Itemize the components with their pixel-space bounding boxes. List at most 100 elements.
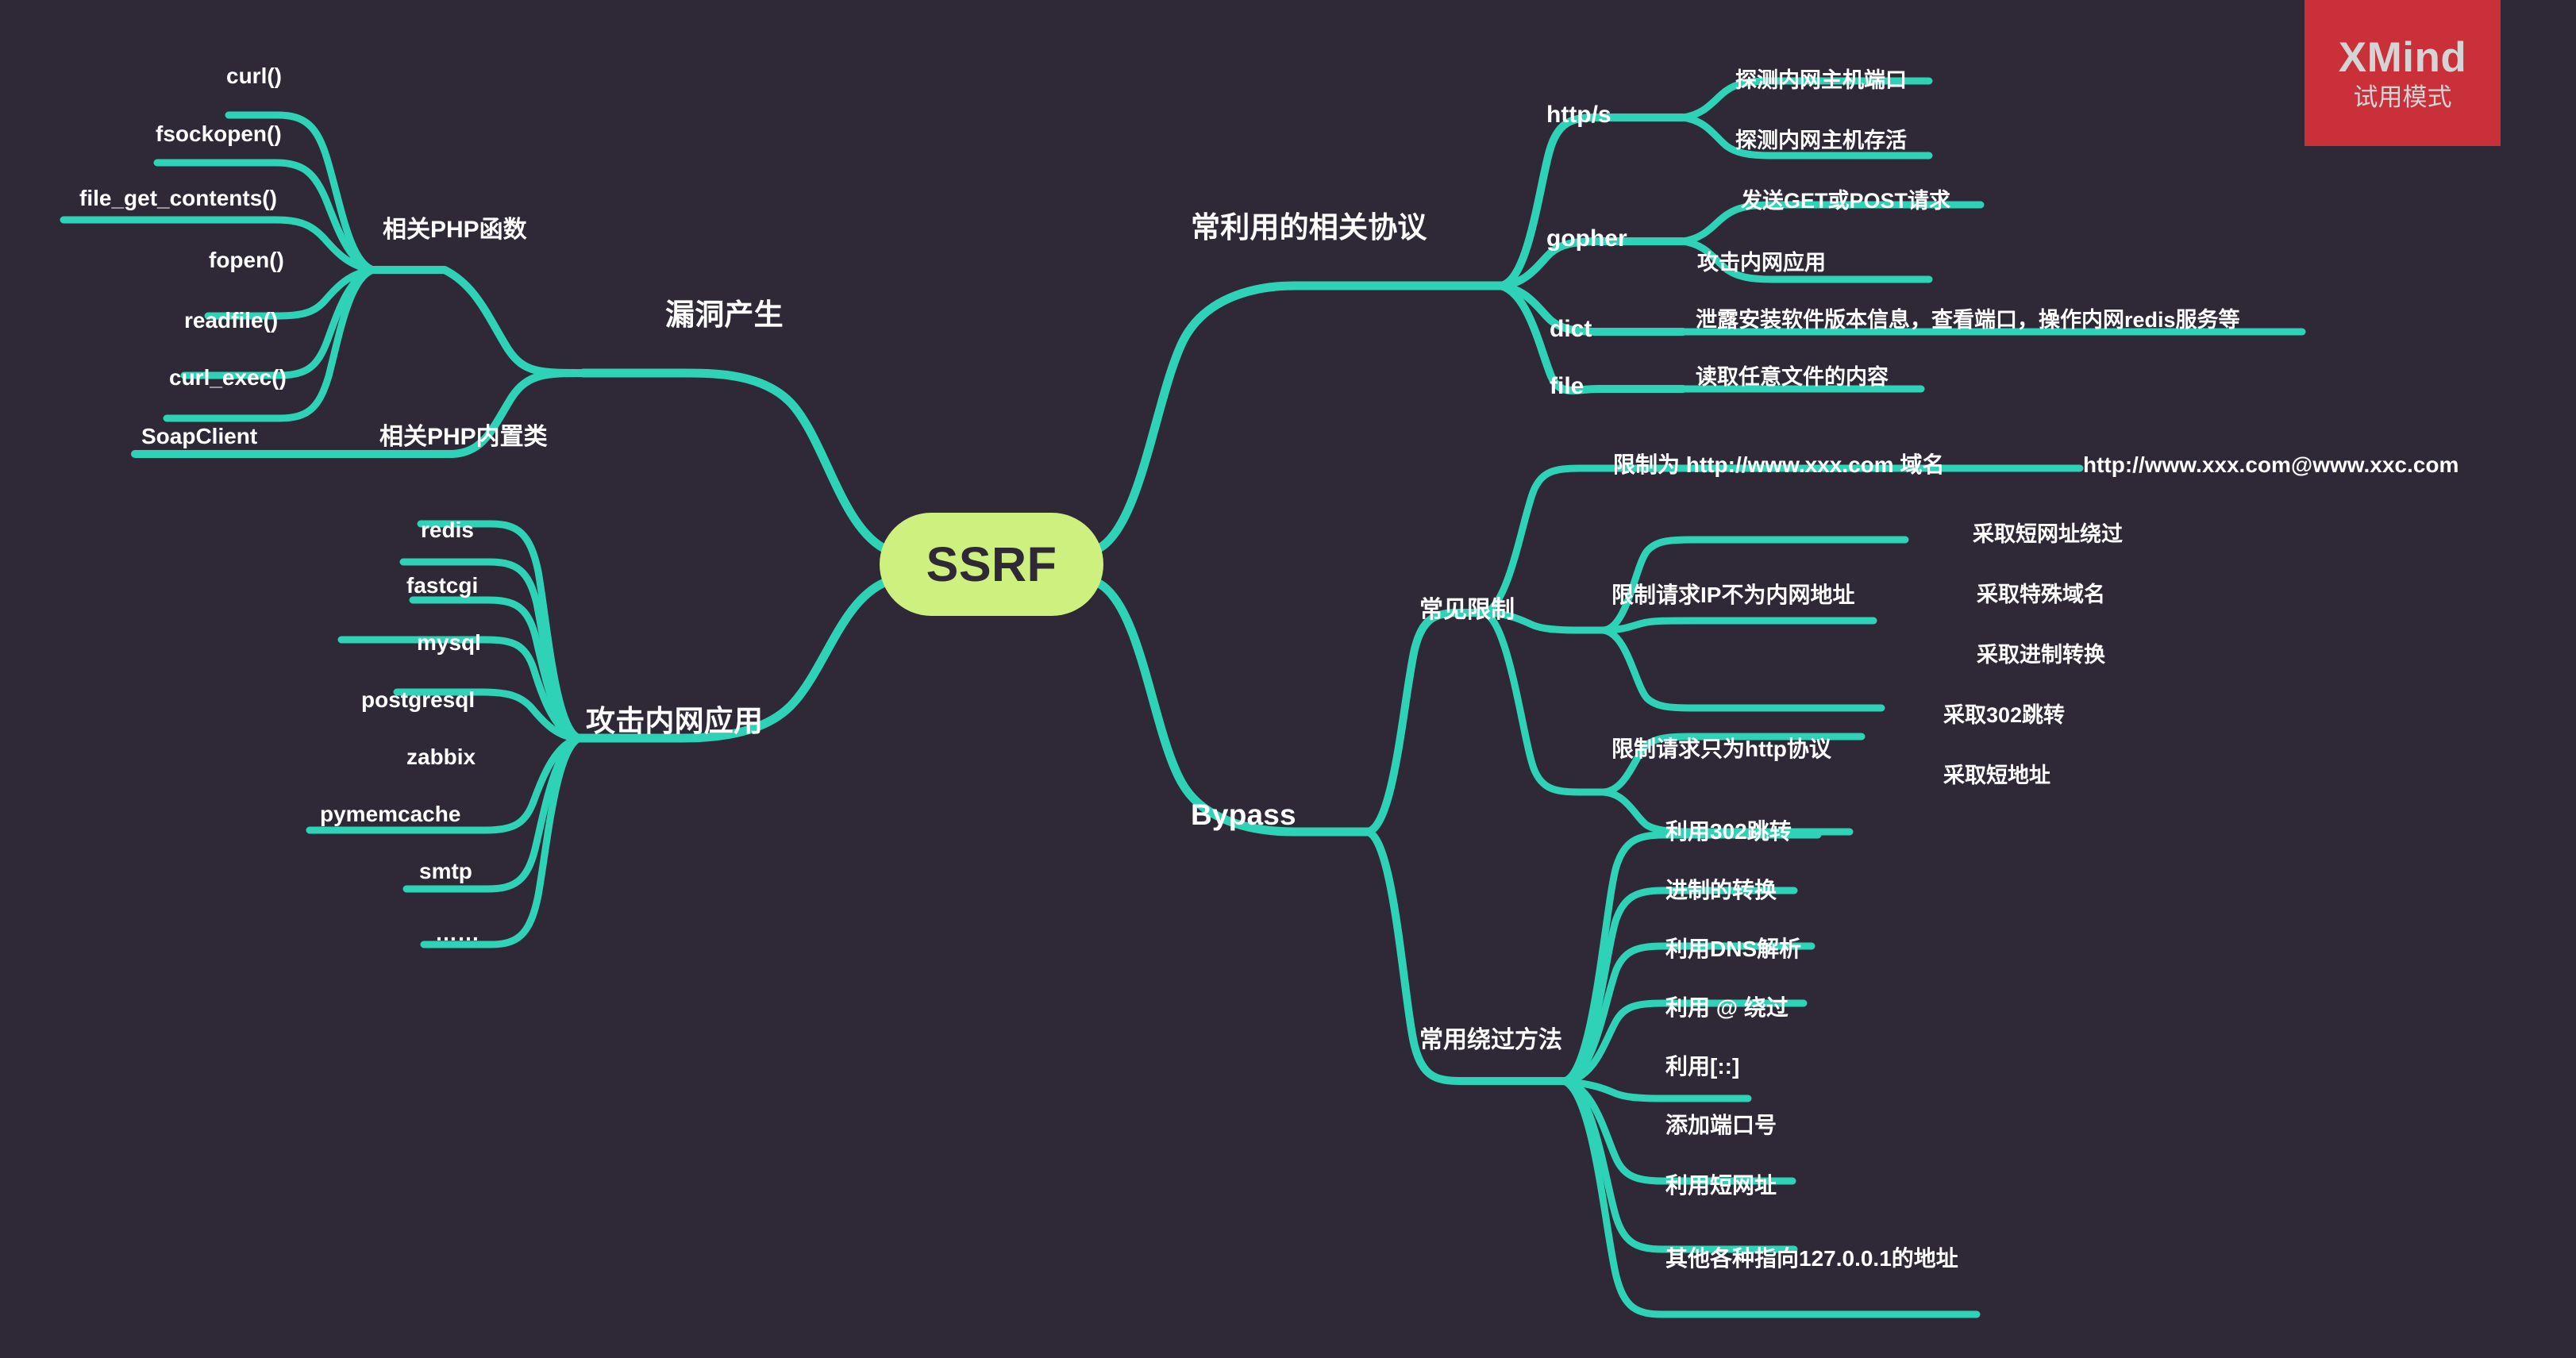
leaf-use-radix-convert[interactable]: 采取进制转换 bbox=[1977, 644, 2105, 666]
topic-php-functions[interactable]: 相关PHP函数 bbox=[383, 218, 527, 242]
central-topic-ssrf[interactable]: SSRF bbox=[880, 513, 1103, 616]
topic-common-limits-label: 常见限制 bbox=[1419, 597, 1515, 623]
leaf-smtp-label: smtp bbox=[419, 859, 472, 883]
leaf-pymemcache[interactable]: pymemcache bbox=[320, 803, 460, 825]
leaf-method-dns-label: 利用DNS解析 bbox=[1665, 937, 1802, 961]
leaf-method-at-sign[interactable]: 利用 @ 绕过 bbox=[1665, 997, 1789, 1019]
leaf-use-special-domain[interactable]: 采取特殊域名 bbox=[1977, 584, 2105, 606]
wire-proto-https bbox=[1496, 113, 1687, 290]
topic-php-builtin-classes[interactable]: 相关PHP内置类 bbox=[379, 425, 548, 449]
leaf-postgresql-label: postgresql bbox=[361, 687, 476, 712]
topic-limit-ip-not-intranet-label: 限制请求IP不为内网地址 bbox=[1611, 583, 1855, 607]
leaf-method-302[interactable]: 利用302跳转 bbox=[1665, 821, 1792, 843]
leaf-method-add-port-label: 添加端口号 bbox=[1665, 1113, 1777, 1137]
leaf-curl-exec[interactable]: curl_exec() bbox=[169, 367, 287, 389]
topic-limit-http-only[interactable]: 限制请求只为http协议 bbox=[1611, 738, 1831, 760]
leaf-probe-intranet-alive[interactable]: 探测内网主机存活 bbox=[1735, 130, 1907, 152]
topic-protocol-file[interactable]: file bbox=[1550, 375, 1584, 398]
leaf-method-other-127[interactable]: 其他各种指向127.0.0.1的地址 bbox=[1665, 1248, 1958, 1270]
topic-protocol-gopher[interactable]: gopher bbox=[1546, 227, 1627, 251]
topic-common-limits[interactable]: 常见限制 bbox=[1419, 598, 1515, 622]
leaf-mysql[interactable]: mysql bbox=[417, 632, 481, 654]
topic-vuln-origin-label: 漏洞产生 bbox=[665, 298, 784, 331]
topic-protocol-gopher-label: gopher bbox=[1546, 225, 1627, 252]
wire-http-302 bbox=[1600, 733, 1866, 796]
leaf-method-radix[interactable]: 进制的转换 bbox=[1665, 879, 1777, 902]
leaf-use-short-addr[interactable]: 采取短地址 bbox=[1943, 765, 2050, 787]
leaf-method-302-label: 利用302跳转 bbox=[1665, 819, 1792, 844]
wire-gopher-getpost bbox=[1679, 201, 1985, 245]
topic-attack-intranet-label: 攻击内网应用 bbox=[586, 705, 764, 737]
wire-attack-ellipsis bbox=[420, 734, 583, 948]
topic-bypass-label: Bypass bbox=[1191, 798, 1296, 831]
leaf-dict-leak-info[interactable]: 泄露安装软件版本信息，查看端口，操作内网redis服务等 bbox=[1696, 310, 2240, 331]
leaf-smtp[interactable]: smtp bbox=[419, 860, 472, 883]
leaf-attack-intranet-app[interactable]: 攻击内网应用 bbox=[1697, 252, 1826, 274]
wire-method-other127 bbox=[1560, 1077, 1981, 1318]
wire-method-dns bbox=[1560, 942, 1816, 1085]
xmind-trial-watermark: XMind 试用模式 bbox=[2305, 0, 2501, 146]
leaf-method-dns[interactable]: 利用DNS解析 bbox=[1665, 938, 1801, 960]
leaf-curl[interactable]: curl() bbox=[226, 65, 282, 87]
wire-limit-domain bbox=[1479, 464, 1608, 617]
wire-proto-dict bbox=[1496, 282, 1687, 336]
leaf-method-radix-label: 进制的转换 bbox=[1665, 878, 1777, 902]
leaf-use-short-url[interactable]: 采取短网址绕过 bbox=[1973, 524, 2123, 545]
leaf-curl-exec-label: curl_exec() bbox=[169, 365, 287, 390]
topic-limit-domain[interactable]: 限制为 http://www.xxx.com 域名 bbox=[1613, 454, 1944, 476]
topic-bypass[interactable]: Bypass bbox=[1191, 800, 1296, 829]
wire-https-probe-alive bbox=[1679, 113, 1933, 160]
wire-phpfunc-curlexec bbox=[163, 266, 377, 422]
leaf-dict-leak-info-label: 泄露安装软件版本信息，查看端口，操作内网redis服务等 bbox=[1696, 308, 2240, 332]
topic-protocols[interactable]: 常利用的相关协议 bbox=[1191, 213, 1427, 242]
leaf-method-brackets-label: 利用[::] bbox=[1665, 1054, 1740, 1079]
topic-protocol-dict[interactable]: dict bbox=[1550, 317, 1592, 341]
leaf-method-short-url[interactable]: 利用短网址 bbox=[1665, 1175, 1777, 1197]
leaf-zabbix-label: zabbix bbox=[406, 744, 476, 769]
wire-ip-specialdomain bbox=[1600, 617, 1877, 634]
leaf-fopen-label: fopen() bbox=[209, 248, 284, 272]
leaf-use-short-url-label: 采取短网址绕过 bbox=[1973, 522, 2123, 546]
wire-root-vuln bbox=[579, 368, 888, 552]
leaf-method-add-port[interactable]: 添加端口号 bbox=[1665, 1114, 1777, 1137]
leaf-fsockopen[interactable]: fsockopen() bbox=[156, 123, 282, 145]
leaf-file-read-any[interactable]: 读取任意文件的内容 bbox=[1696, 367, 1889, 388]
topic-limit-ip-not-intranet[interactable]: 限制请求IP不为内网地址 bbox=[1611, 584, 1854, 606]
leaf-redis[interactable]: redis bbox=[421, 519, 474, 541]
wire-root-bypass bbox=[1095, 579, 1372, 837]
leaf-redis-label: redis bbox=[421, 517, 474, 542]
leaf-fsockopen-label: fsockopen() bbox=[156, 121, 282, 146]
topic-attack-intranet[interactable]: 攻击内网应用 bbox=[586, 706, 763, 736]
leaf-soapclient[interactable]: SoapClient bbox=[141, 425, 257, 448]
leaf-use-special-domain-label: 采取特殊域名 bbox=[1977, 583, 2105, 606]
wire-root-attack bbox=[575, 579, 888, 743]
leaf-url-at-bypass[interactable]: http://www.xxx.com@www.xxc.com bbox=[2083, 454, 2459, 476]
leaf-ellipsis[interactable]: …… bbox=[435, 922, 479, 944]
topic-protocol-https-label: http/s bbox=[1546, 102, 1611, 128]
leaf-pymemcache-label: pymemcache bbox=[320, 802, 461, 826]
wire-limit-ip bbox=[1479, 609, 1608, 634]
leaf-method-brackets[interactable]: 利用[::] bbox=[1665, 1056, 1739, 1078]
leaf-use-radix-convert-label: 采取进制转换 bbox=[1977, 643, 2105, 667]
wire-attack-zabbix bbox=[393, 688, 583, 742]
topic-vuln-origin[interactable]: 漏洞产生 bbox=[665, 300, 784, 329]
leaf-fopen[interactable]: fopen() bbox=[209, 249, 284, 271]
leaf-postgresql[interactable]: postgresql bbox=[361, 689, 475, 711]
topic-protocol-https[interactable]: http/s bbox=[1546, 103, 1611, 127]
leaf-probe-intranet-port[interactable]: 探测内网主机端口 bbox=[1735, 70, 1907, 91]
topic-common-bypass-methods[interactable]: 常用绕过方法 bbox=[1419, 1029, 1562, 1052]
wire-https-probe-port bbox=[1679, 77, 1933, 121]
leaf-file-read-any-label: 读取任意文件的内容 bbox=[1696, 365, 1889, 389]
leaf-mysql-label: mysql bbox=[417, 630, 481, 655]
leaf-send-get-post[interactable]: 发送GET或POST请求 bbox=[1741, 190, 1950, 212]
leaf-readfile[interactable]: readfile() bbox=[184, 310, 278, 332]
leaf-zabbix[interactable]: zabbix bbox=[406, 746, 476, 768]
leaf-use-short-addr-label: 采取短地址 bbox=[1943, 764, 2050, 787]
leaf-use-302-redirect[interactable]: 采取302跳转 bbox=[1943, 705, 2065, 726]
leaf-file-get-contents[interactable]: file_get_contents() bbox=[79, 187, 277, 210]
leaf-fastcgi[interactable]: fastcgi bbox=[406, 575, 478, 597]
wire-bypass-methods bbox=[1363, 828, 1568, 1085]
topic-php-builtin-classes-label: 相关PHP内置类 bbox=[379, 424, 548, 450]
topic-protocol-dict-label: dict bbox=[1550, 316, 1592, 342]
